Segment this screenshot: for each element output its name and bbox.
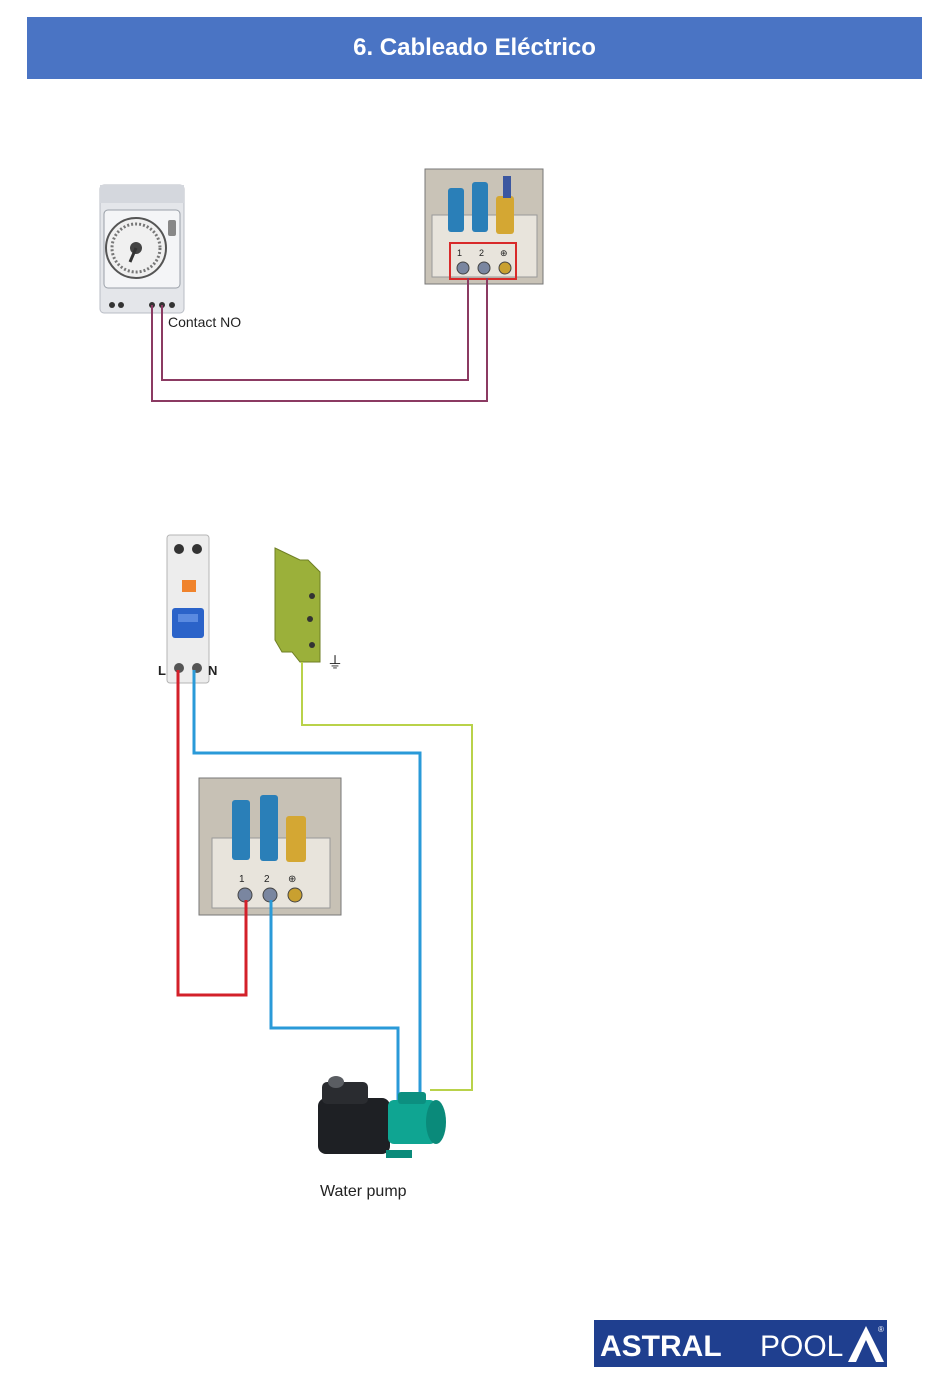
terminal-earth-label: ⊕ [500, 248, 508, 258]
terminal-earth-label-2: ⊕ [288, 874, 296, 885]
terminal-2-label: 2 [479, 248, 484, 258]
earth-symbol: ⏚ [327, 654, 343, 672]
terminal-2-label-2: 2 [264, 874, 270, 885]
terminal-1-label: 1 [457, 248, 462, 258]
control-wires [152, 278, 487, 401]
breaker-l-label: L [158, 663, 166, 678]
contact-no-label: Contact NO [168, 314, 241, 330]
earth-terminal [275, 548, 320, 662]
logo-registered-mark: ® [878, 1325, 884, 1334]
terminal-1-label-2: 1 [239, 874, 245, 885]
timer-device [100, 185, 184, 313]
astralpool-logo: ASTRAL POOL ® [594, 1320, 887, 1367]
circuit-breaker [167, 535, 209, 683]
water-pump [318, 1076, 446, 1158]
terminal-block-photo-2: 1 2 ⊕ [199, 778, 341, 915]
logo-text-bold: ASTRAL [600, 1330, 722, 1363]
water-pump-label: Water pump [320, 1183, 407, 1200]
logo-text-light: POOL [760, 1330, 843, 1363]
terminal-block-photo-1: 1 2 ⊕ [425, 169, 543, 284]
breaker-n-label: N [208, 663, 217, 678]
